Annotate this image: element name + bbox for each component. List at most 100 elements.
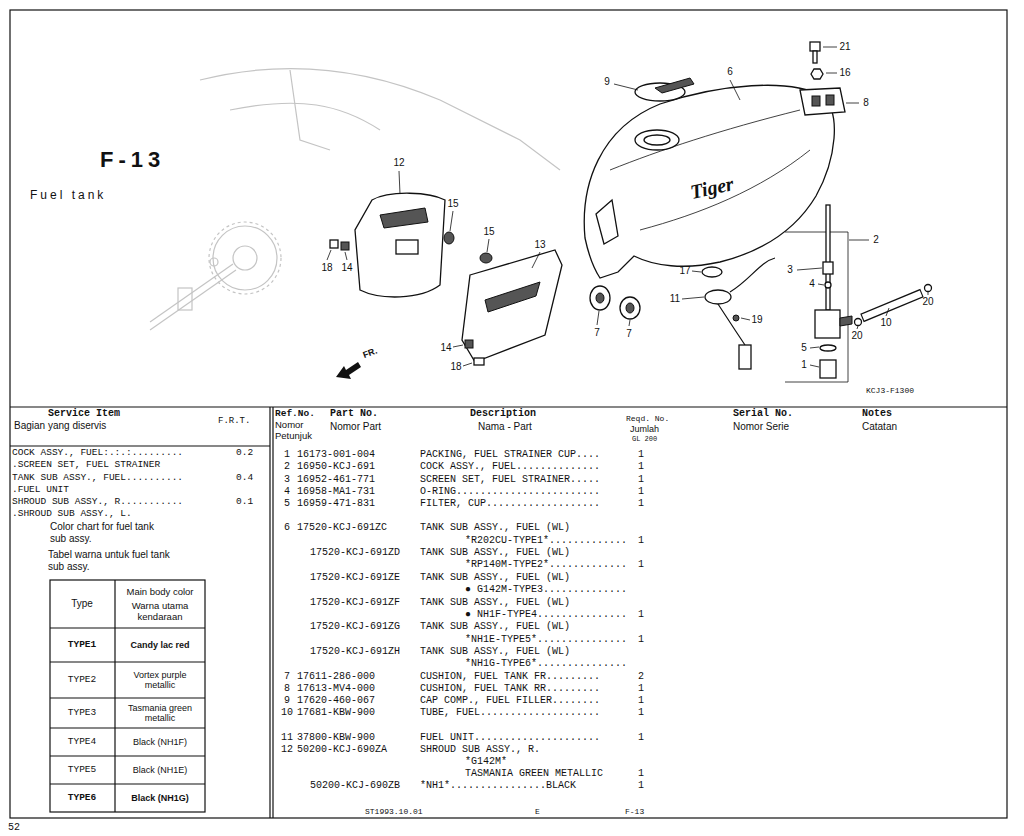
table-cell: Candy lac red xyxy=(125,640,195,650)
table-cell: Main body color xyxy=(126,587,193,598)
ref-number: 5 xyxy=(284,498,290,510)
table-cell: Black (NH1F) xyxy=(129,737,191,747)
service-item: TANK SUB ASSY., FUEL.......... xyxy=(12,473,183,484)
drawing-path xyxy=(485,282,540,312)
part-number: 17520-KCJ-691ZD xyxy=(310,547,400,559)
callout-number: 10 xyxy=(880,317,891,329)
callout-number: 11 xyxy=(670,293,680,305)
part-description: *R202CU-TYPE1*............. xyxy=(465,535,627,547)
drawing-path xyxy=(610,110,800,170)
callout-number: 18 xyxy=(450,361,461,373)
drawing-line xyxy=(150,270,236,330)
part-number: 17520-KCJ-691ZG xyxy=(310,621,400,633)
service-item: SHROUD SUB ASSY., R........... xyxy=(12,497,183,508)
part-description: TUBE, FUEL.................... xyxy=(420,707,600,719)
table-cell: TYPE6 xyxy=(68,793,97,804)
drawing-line xyxy=(857,326,858,329)
callout-number: 20 xyxy=(851,330,862,342)
callout-number: 6 xyxy=(727,66,733,78)
page-frame xyxy=(10,10,1007,818)
part-number: 17681-KBW-900 xyxy=(297,707,375,719)
quantity: 1 xyxy=(638,634,644,646)
drawing-line xyxy=(863,294,921,318)
callout-number: 12 xyxy=(393,157,404,169)
bolts xyxy=(327,240,484,366)
part-description: ● NH1F-TYPE4............... xyxy=(465,609,627,621)
column-header: Nomor Part xyxy=(330,421,381,433)
quantity: 1 xyxy=(638,486,644,498)
flat-rate-time: 0.1 xyxy=(236,497,253,508)
callout-number: 17 xyxy=(679,265,690,277)
part-description: FILTER, CUP................... xyxy=(420,498,600,510)
drawing-path xyxy=(730,258,775,292)
drawing-line xyxy=(886,308,889,316)
part-description: O-RING........................ xyxy=(420,486,600,498)
fuel-cock-assembly xyxy=(785,205,869,382)
drawing-line xyxy=(272,407,273,818)
drawing-polygon xyxy=(336,362,361,379)
part-number: 16950-KCJ-691 xyxy=(297,461,375,473)
part-description: TANK SUB ASSY., FUEL (WL) xyxy=(420,547,570,559)
drawing-circle xyxy=(210,258,218,266)
part-description: *RP140M-TYPE2*............. xyxy=(465,559,627,571)
callout-number: 4 xyxy=(809,278,815,290)
table-cell: TYPE3 xyxy=(68,708,97,719)
table-cell: TYPE2 xyxy=(68,675,97,686)
quantity: 1 xyxy=(638,695,644,707)
drawing-path xyxy=(440,100,560,170)
flat-rate-time: 0.4 xyxy=(236,473,253,484)
part-description: TASMANIA GREEN METALLIC xyxy=(465,768,603,780)
part-number: 17520-KCJ-691ZC xyxy=(297,522,387,534)
drawing-path xyxy=(290,70,330,150)
ref-number: 12 xyxy=(281,744,293,756)
drawing-rect xyxy=(810,42,820,51)
drawing-line xyxy=(826,73,837,74)
drawing-line xyxy=(692,271,701,272)
page-number: 52 xyxy=(8,822,20,834)
part-description: CAP COMP., FUEL FILLER........ xyxy=(420,695,600,707)
column-header: Notes xyxy=(862,408,892,420)
column-header: Serial No. xyxy=(733,408,793,420)
drawing-ellipse xyxy=(480,253,492,263)
callout-number: 9 xyxy=(604,76,610,88)
quantity: 1 xyxy=(638,732,644,744)
drawing-path xyxy=(596,200,618,244)
drawing-rect xyxy=(465,340,473,348)
drawing-line xyxy=(597,311,599,325)
part-number: 50200-KCJ-690ZA xyxy=(297,744,387,756)
drawing-ellipse xyxy=(820,345,836,351)
flat-rate-time: 0.2 xyxy=(236,448,253,459)
drawing-rect xyxy=(341,242,349,250)
column-header: Ref.No. xyxy=(275,409,315,420)
quantity: 1 xyxy=(638,474,644,486)
drawing-line xyxy=(682,297,704,299)
service-item: .SHROUD SUB ASSY., L. xyxy=(12,509,132,520)
footer-code: F-13 xyxy=(625,807,644,816)
callout-number: 2 xyxy=(873,234,879,246)
part-number: 17613-MV4-000 xyxy=(297,683,375,695)
drawing-polyline xyxy=(785,232,848,382)
tank-logo: Tiger xyxy=(688,172,736,204)
shroud-left xyxy=(462,239,562,362)
drawing-line xyxy=(846,103,859,104)
drawing-path xyxy=(230,103,380,130)
drawing-line xyxy=(629,320,630,326)
footer-code: ST1993.10.01 xyxy=(365,807,423,816)
quantity: 1 xyxy=(638,707,644,719)
callout-number: 19 xyxy=(751,314,762,326)
drawing-line xyxy=(50,783,205,784)
drawing-rect xyxy=(826,95,834,105)
drawing-path xyxy=(355,193,445,297)
drawing-line xyxy=(327,250,331,260)
drawing-line xyxy=(269,407,270,818)
drawing-line xyxy=(810,347,819,348)
drawing-line xyxy=(50,727,205,728)
drawing-line xyxy=(487,239,489,252)
drawing-rect xyxy=(330,240,338,248)
direction-label: FR. xyxy=(361,346,378,361)
drawing-ellipse xyxy=(644,135,670,145)
part-number: 37800-KBW-900 xyxy=(297,732,375,744)
table-cell: Black (NH1E) xyxy=(129,765,191,775)
table-cell: Type xyxy=(71,598,93,610)
ref-number: 11 xyxy=(281,732,293,744)
